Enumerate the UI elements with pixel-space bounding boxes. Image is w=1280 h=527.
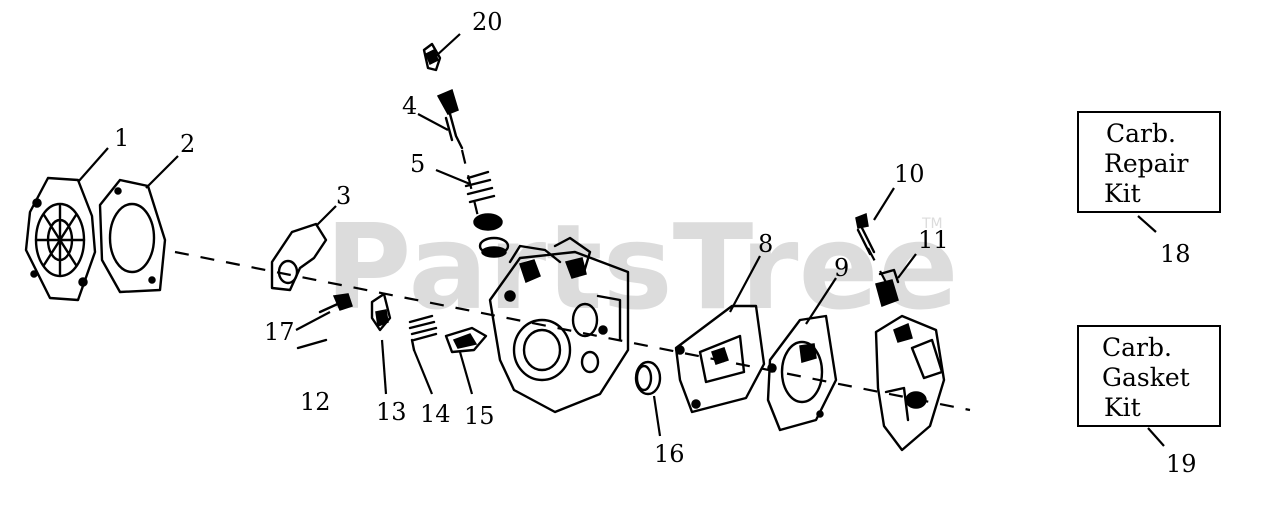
repair-kit-box: Carb. Repair Kit: [1077, 111, 1221, 213]
gasket-kit-line-2: Gasket: [1102, 363, 1190, 392]
callout-5: 5: [410, 150, 425, 178]
callout-18: 18: [1160, 240, 1191, 268]
callout-9: 9: [834, 254, 849, 282]
callout-15: 15: [464, 402, 495, 430]
part-9-metering-gasket: [766, 314, 838, 432]
part-1-pump-cover: [24, 176, 97, 302]
gasket-kit-box: Carb. Gasket Kit: [1077, 325, 1221, 427]
callout-11: 11: [918, 226, 949, 254]
callout-10: 10: [894, 160, 925, 188]
part-17-screw: [318, 293, 353, 314]
callout-3: 3: [336, 182, 351, 210]
part-10-screw: [855, 212, 876, 256]
callout-8: 8: [758, 230, 773, 258]
callout-leaders: [77, 33, 1165, 447]
metering-cover: [874, 314, 946, 452]
part-12-pin: [296, 338, 328, 350]
carburetor-body: [488, 236, 630, 414]
part-5-needle-spring: [464, 170, 510, 258]
gasket-kit-line-1: Carb.: [1102, 333, 1172, 362]
callout-13: 13: [376, 398, 407, 426]
repair-kit-line-3: Kit: [1104, 179, 1141, 208]
part-16-welch-plug: [634, 360, 662, 396]
part-20-limiter-cap: [422, 42, 442, 72]
part-14-spring: [408, 314, 438, 352]
part-11-fitting: [875, 268, 900, 307]
watermark-trademark: TM: [921, 216, 943, 232]
callout-1: 1: [114, 124, 129, 152]
callout-16: 16: [654, 440, 685, 468]
part-4-adjusting-needle: [436, 88, 464, 150]
part-2-pump-gasket: [98, 178, 167, 294]
callout-17: 17: [264, 318, 295, 346]
callout-2: 2: [180, 130, 195, 158]
callout-12: 12: [300, 388, 331, 416]
callout-19: 19: [1166, 450, 1197, 478]
watermark-text: PartsTree: [325, 198, 959, 336]
callout-4: 4: [402, 92, 417, 120]
callout-14: 14: [420, 400, 451, 428]
repair-kit-line-2: Repair: [1104, 149, 1189, 178]
part-8-metering-diaphragm: [674, 304, 766, 414]
part-13-lever: [370, 292, 392, 332]
part-3-inlet-cover: [270, 222, 328, 292]
part-15-inlet-needle: [444, 326, 488, 354]
gasket-kit-line-3: Kit: [1104, 393, 1141, 422]
repair-kit-line-1: Carb.: [1106, 119, 1176, 148]
callout-20: 20: [472, 8, 503, 36]
